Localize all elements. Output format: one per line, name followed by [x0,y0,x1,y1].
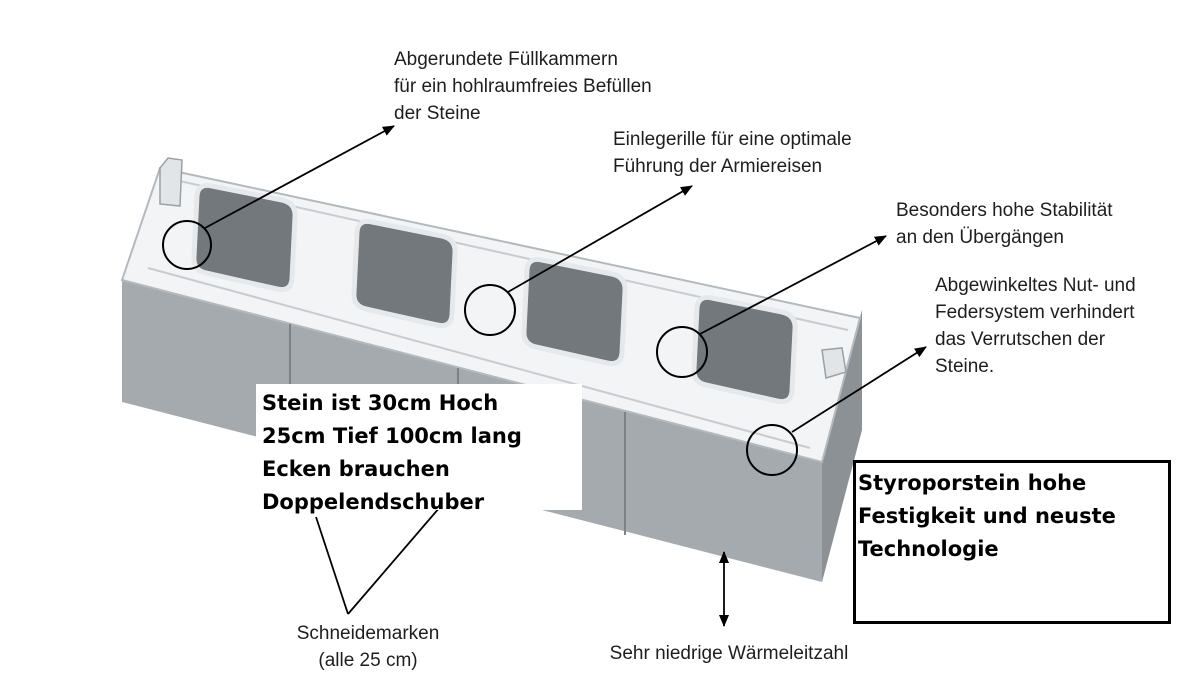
fill-chamber-1 [191,183,298,292]
highlight-circle-junction [656,326,708,378]
material-note: Styroporstein hohe Festigkeit und neuste… [853,460,1171,624]
fill-chamber-2 [351,219,458,328]
callout-line: (alle 25 cm) [318,650,418,671]
callout-line: Federsystem verhindert [935,302,1135,323]
callout-line: das Verrutschen der [935,329,1106,350]
note-line: Technologie [858,537,999,561]
highlight-circle-chamber [162,220,212,270]
note-line: Ecken brauchen [262,457,450,481]
leader-arrow-groove [507,185,693,293]
callout-line: Besonders hohe Stabilität [896,200,1113,221]
callout-line: Schneidemarken [296,623,440,644]
note-line: Doppelendschuber [262,490,485,514]
callout-fill-chambers: Abgerundete Füllkammern für ein hohlraum… [394,46,652,127]
dimensions-note: Stein ist 30cm Hoch 25cm Tief 100cm lang… [256,384,582,514]
leader-line-cutmark-left [315,516,349,615]
fill-chamber-4 [691,295,798,404]
note-line: 25cm Tief 100cm lang [262,424,522,448]
callout-line: Führung der Armiereisen [613,156,823,177]
callout-rebar-groove: Einlegerille für eine optimale Führung d… [613,126,852,180]
block-top-face [120,166,862,464]
note-line: Styroporstein hohe [858,471,1087,495]
highlight-circle-groove [464,284,516,336]
callout-stability: Besonders hohe Stabilität an den Übergän… [896,197,1113,251]
leader-arrow-tongue [791,346,927,433]
groove-step-right [821,347,847,379]
callout-line: an den Übergängen [896,227,1064,248]
note-line: Festigkeit und neuste [858,504,1116,528]
leader-arrow-chamber [204,125,395,229]
callout-line: der Steine [394,103,481,124]
block-end-face [822,310,862,582]
callout-line: Sehr niedrige Wärmeleitzahl [609,643,849,664]
fill-chamber-3 [521,257,628,366]
highlight-circle-tongue [746,424,798,476]
callout-tongue-groove: Abgewinkeltes Nut- und Federsystem verhi… [935,272,1136,380]
leader-line-cutmark-right [347,506,441,615]
leader-arrow-junction [699,235,887,335]
callout-line: Einlegerille für eine optimale [613,129,852,150]
callout-cut-marks: Schneidemarken (alle 25 cm) [268,620,468,674]
callout-line: Steine. [935,356,995,377]
top-inner-edge-front [147,267,811,449]
callout-line: Abgerundete Füllkammern [394,49,618,70]
callout-line: Abgewinkeltes Nut- und [935,275,1136,296]
note-line: Stein ist 30cm Hoch [262,391,499,415]
callout-thermal-conductivity: Sehr niedrige Wärmeleitzahl [584,640,874,667]
groove-step-left [159,157,183,207]
callout-line: für ein hohlraumfreies Befüllen [394,76,652,97]
